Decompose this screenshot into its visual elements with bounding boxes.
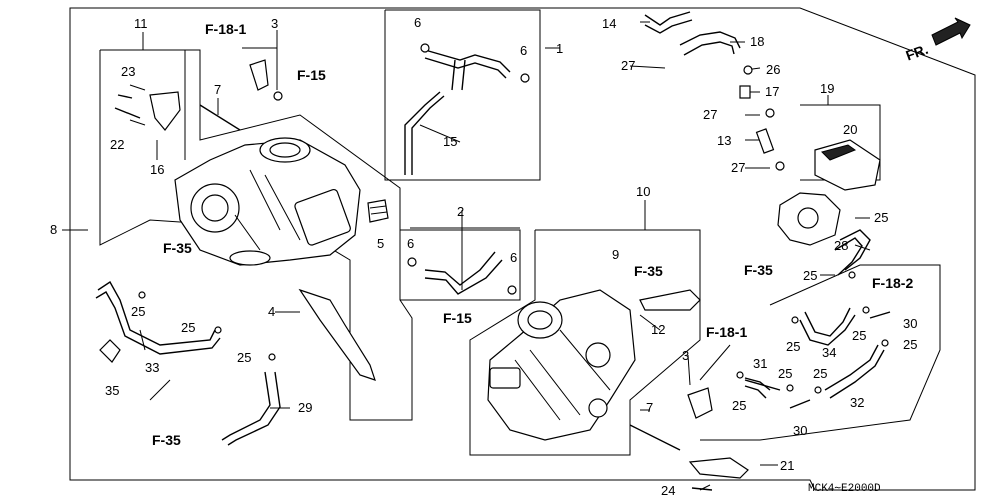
ref-f35-left[interactable]: F-35 (163, 240, 192, 256)
callout-4: 4 (268, 304, 275, 319)
callout-27: 27 (731, 160, 745, 175)
callout-25: 25 (874, 210, 888, 225)
ref-f18-1-bottom[interactable]: F-18-1 (706, 324, 747, 340)
air-cut-valve (777, 139, 881, 246)
callout-10: 10 (636, 184, 650, 199)
forward-direction-arrow (931, 17, 971, 46)
callout-8: 8 (50, 222, 57, 237)
hose-set-2-frame (400, 229, 521, 301)
callout-7: 7 (214, 82, 221, 97)
ref-f15-mid[interactable]: F-15 (443, 310, 472, 326)
ref-f15-top[interactable]: F-15 (297, 67, 326, 83)
callout-6: 6 (407, 236, 414, 251)
callout-17: 17 (765, 84, 779, 99)
callout-6: 6 (414, 15, 421, 30)
ref-f35-bottom[interactable]: F-35 (152, 432, 181, 448)
small-parts (99, 43, 891, 491)
callout-9: 9 (612, 247, 619, 262)
callout-34: 34 (822, 345, 836, 360)
callout-25: 25 (237, 350, 251, 365)
callout-27: 27 (621, 58, 635, 73)
callout-22: 22 (110, 137, 124, 152)
callout-2: 2 (457, 204, 464, 219)
callout-25: 25 (852, 328, 866, 343)
callout-26: 26 (766, 62, 780, 77)
callout-16: 16 (150, 162, 164, 177)
callout-35: 35 (105, 383, 119, 398)
leader-lines (62, 21, 871, 491)
callout-3: 3 (271, 16, 278, 31)
callout-25: 25 (181, 320, 195, 335)
callout-28: 28 (834, 238, 848, 253)
assembly-frame (69, 7, 976, 491)
ref-f35-mid[interactable]: F-35 (634, 263, 663, 279)
callout-18: 18 (750, 34, 764, 49)
callout-7: 7 (646, 400, 653, 415)
right-carburetor (487, 289, 636, 441)
callout-27: 27 (703, 107, 717, 122)
callout-30: 30 (793, 423, 807, 438)
ref-f18-1-top[interactable]: F-18-1 (205, 21, 246, 37)
callout-3: 3 (682, 348, 689, 363)
callout-6: 6 (520, 43, 527, 58)
callout-6: 6 (510, 250, 517, 265)
callout-13: 13 (717, 133, 731, 148)
callout-5: 5 (377, 236, 384, 251)
callout-19: 19 (820, 81, 834, 96)
callout-32: 32 (850, 395, 864, 410)
callout-20: 20 (843, 122, 857, 137)
callout-25: 25 (786, 339, 800, 354)
ref-f35-right[interactable]: F-35 (744, 262, 773, 278)
callout-15: 15 (443, 134, 457, 149)
callout-25: 25 (131, 304, 145, 319)
callout-23: 23 (121, 64, 135, 79)
callout-12: 12 (651, 322, 665, 337)
callout-numbers: 1 2 3 3 4 5 6 6 6 6 7 7 8 9 10 11 12 13 … (50, 15, 917, 498)
diagram-code: MCK4∼E2000D (808, 483, 881, 495)
right-assembly-frame (469, 229, 701, 456)
left-carburetor (174, 137, 361, 266)
hoses (95, 11, 885, 446)
callout-1: 1 (556, 41, 563, 56)
callout-25: 25 (903, 337, 917, 352)
callout-31: 31 (753, 356, 767, 371)
hose-set-1-frame (384, 9, 541, 181)
callout-29: 29 (298, 400, 312, 415)
callout-14: 14 (602, 16, 616, 31)
callout-33: 33 (145, 360, 159, 375)
callout-25: 25 (732, 398, 746, 413)
ref-f18-2[interactable]: F-18-2 (872, 275, 913, 291)
callout-25: 25 (778, 366, 792, 381)
lower-right-frame (700, 264, 941, 441)
callout-11: 11 (134, 16, 148, 31)
callout-24: 24 (661, 483, 675, 498)
callout-25: 25 (813, 366, 827, 381)
callout-30: 30 (903, 316, 917, 331)
callout-21: 21 (780, 458, 794, 473)
callout-25: 25 (803, 268, 817, 283)
direction-label: FR. (904, 41, 931, 64)
left-assembly-frame (99, 49, 413, 421)
